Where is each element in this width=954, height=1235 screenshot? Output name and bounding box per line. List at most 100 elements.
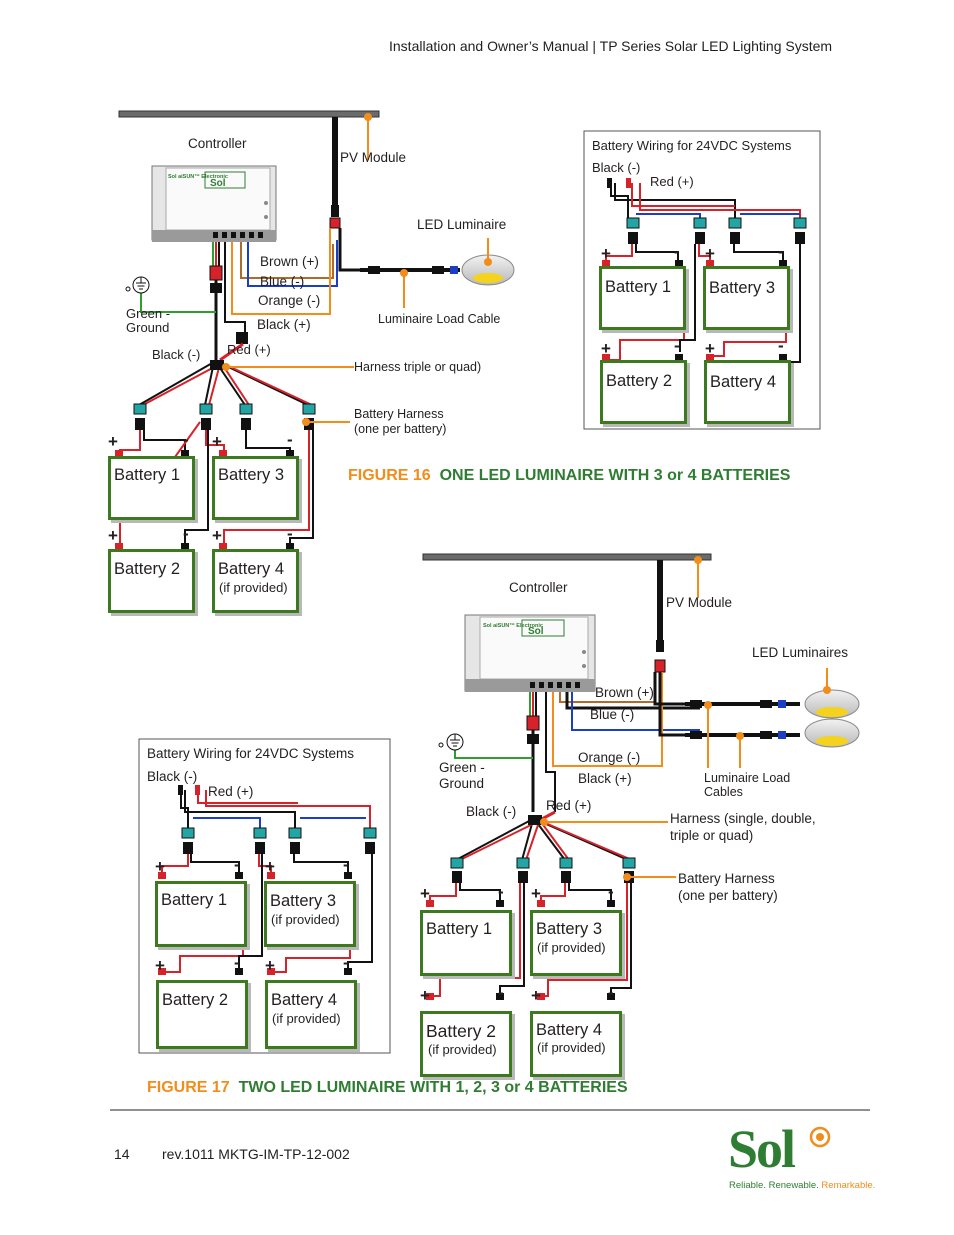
label-red-plus-17: Red (+)	[546, 798, 592, 813]
controller-unit-fig17: Sol aiSUN™ Electronic Sol	[464, 614, 596, 692]
battery-1-fig17: Battery 1	[420, 910, 512, 976]
plus-sign: +	[531, 884, 541, 903]
plus-sign: +	[265, 956, 275, 975]
minus-sign: -	[183, 430, 189, 449]
inset17-battery-2-label: Battery 2	[162, 991, 229, 1009]
label-orange: Orange (-)	[258, 293, 321, 308]
battery-2-fig17: Battery 2(if provided)	[420, 1011, 512, 1077]
minus-sign: -	[674, 242, 680, 261]
inset-24vdc-fig16	[583, 130, 821, 430]
inset17-title: Battery Wiring for 24VDC Systems	[147, 746, 355, 761]
minus-sign: -	[234, 855, 240, 874]
battery-2: Battery 2	[108, 549, 195, 613]
battery-4-label: Battery 4	[218, 560, 285, 578]
label-harness: Harness triple or quad)	[354, 360, 482, 374]
label-blue: Blue (-)	[260, 274, 305, 289]
minus-sign: -	[234, 953, 240, 972]
figure16-title: ONE LED LUMINAIRE WITH 3 or 4 BATTERIES	[439, 467, 791, 484]
label-battery-harness-17-2: (one per battery)	[678, 888, 778, 903]
label-led-luminaire: LED Luminaire	[417, 217, 507, 232]
inset17-red-plus: Red (+)	[208, 784, 254, 799]
inset-battery-1-label: Battery 1	[605, 278, 672, 296]
figure16-number: FIGURE 16	[348, 467, 431, 484]
plus-sign: +	[212, 432, 222, 451]
battery-2-fig17-label: Battery 2	[426, 1021, 497, 1041]
label-black-minus: Black (-)	[152, 347, 201, 362]
label-harness-17: Harness (single, double,	[670, 811, 816, 826]
inset-battery-2: Battery 2	[600, 360, 687, 424]
label-load-cable: Luminaire Load Cable	[378, 312, 501, 326]
battery-4-fig17-label: Battery 4	[536, 1021, 603, 1039]
label-battery-harness-note: (one per battery)	[354, 422, 447, 436]
label-battery-harness-17: Battery Harness	[678, 871, 775, 886]
minus-sign: -	[608, 983, 614, 1002]
label-green-17: Green -	[439, 760, 485, 775]
label-controller-17: Controller	[509, 580, 568, 595]
plus-sign: +	[420, 884, 430, 903]
controller-unit-fig16: Sol aiSUN™ Electronic Sol	[151, 165, 277, 242]
inset-24vdc-fig17	[138, 738, 391, 1054]
battery-3-fig17-note: (if provided)	[537, 940, 606, 955]
inset17-battery-3: Battery 3(if provided)	[264, 881, 356, 947]
inset17-black-minus: Black (-)	[147, 769, 198, 784]
label-pv-module: PV Module	[340, 150, 407, 165]
tagline-part1: Reliable. Renewable.	[729, 1180, 822, 1191]
revision-code: rev.1011 MKTG-IM-TP-12-002	[162, 1146, 350, 1162]
controller-logo-text: Sol	[210, 178, 226, 189]
battery-2-label: Battery 2	[114, 560, 181, 578]
minus-sign: -	[343, 953, 349, 972]
minus-sign: -	[778, 336, 784, 355]
inset-battery-4: Battery 4	[704, 360, 791, 424]
inset17-battery-4-label: Battery 4	[271, 991, 338, 1009]
label-load-cables-2: Cables	[704, 785, 743, 799]
sol-logo: Sol	[728, 1119, 796, 1179]
battery-1-label: Battery 1	[114, 466, 181, 484]
battery-4-fig17-note: (if provided)	[537, 1040, 606, 1055]
label-blue-17: Blue (-)	[590, 707, 635, 722]
plus-sign: +	[705, 339, 715, 358]
battery-3: Battery 3	[212, 456, 299, 520]
plus-sign: +	[601, 339, 611, 358]
battery-4: Battery 4(if provided)	[212, 549, 299, 613]
minus-sign: -	[287, 524, 293, 543]
plus-sign: +	[155, 857, 165, 876]
inset17-battery-1: Battery 1	[155, 881, 247, 947]
minus-sign: -	[287, 430, 293, 449]
label-battery-harness: Battery Harness	[354, 407, 444, 421]
inset17-battery-4-note: (if provided)	[272, 1011, 341, 1026]
inset-battery-4-label: Battery 4	[710, 373, 777, 391]
battery-1-fig17-label: Battery 1	[426, 920, 493, 938]
label-red-plus: Red (+)	[227, 342, 271, 357]
minus-sign: -	[674, 336, 680, 355]
plus-sign: +	[108, 432, 118, 451]
label-load-cables: Luminaire Load	[704, 771, 791, 785]
label-brown-17: Brown (+)	[595, 685, 654, 700]
label-black-plus: Black (+)	[257, 317, 311, 332]
pv-module-panel	[118, 110, 380, 118]
inset-battery-1: Battery 1	[599, 266, 686, 330]
figure17-caption: FIGURE 17 TWO LED LUMINAIRE WITH 1, 2, 3…	[147, 1079, 628, 1097]
label-ground-17: Ground	[439, 776, 485, 791]
plus-sign: +	[531, 986, 541, 1005]
battery-3-label: Battery 3	[218, 466, 285, 484]
battery-4-fig17: Battery 4(if provided)	[530, 1011, 622, 1077]
minus-sign: -	[343, 855, 349, 874]
label-black-plus-17: Black (+)	[578, 771, 632, 786]
inset-title: Battery Wiring for 24VDC Systems	[592, 138, 792, 153]
minus-sign: -	[498, 882, 504, 901]
figure16-caption: FIGURE 16 ONE LED LUMINAIRE WITH 3 or 4 …	[348, 467, 790, 485]
inset17-battery-1-label: Battery 1	[161, 891, 228, 909]
controller-brand-text-2: Sol aiSUN™ Electronic	[483, 623, 543, 629]
figure17-title: TWO LED LUMINAIRE WITH 1, 2, 3 or 4 BATT…	[238, 1079, 628, 1096]
label-green: Green -	[126, 306, 171, 321]
label-ground: Ground	[126, 320, 170, 335]
label-brown: Brown (+)	[260, 254, 319, 269]
battery-1: Battery 1	[108, 456, 195, 520]
controller-brand-text: Sol aiSUN™ Electronic	[168, 174, 228, 180]
tagline-part2: Remarkable.	[821, 1180, 876, 1191]
battery-2-fig17-note: (if provided)	[428, 1042, 497, 1057]
battery-3-fig17: Battery 3(if provided)	[530, 910, 622, 976]
minus-sign: -	[608, 882, 614, 901]
